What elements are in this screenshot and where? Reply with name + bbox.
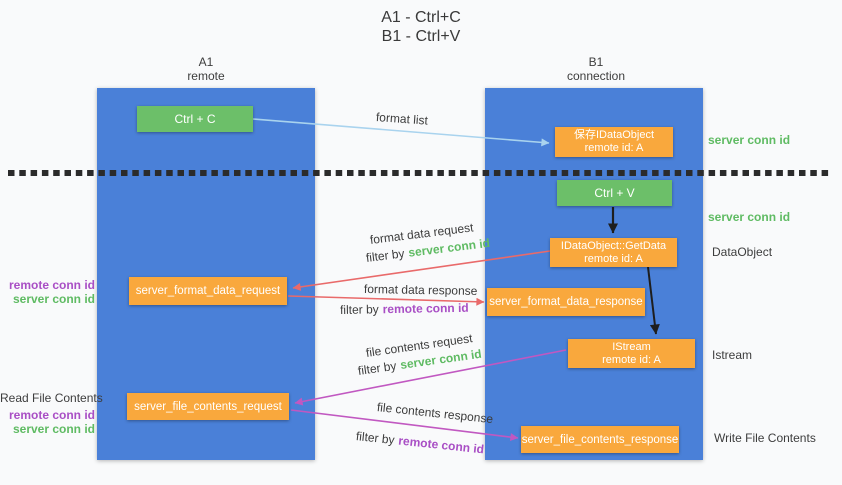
format-data-response-arrow: [287, 295, 485, 306]
write-file-contents-label: Write File Contents: [714, 431, 816, 445]
istream-line1: IStream: [612, 340, 651, 353]
column-b1-header: B1 connection: [516, 55, 676, 83]
server-conn-id-right-mid: server conn id: [708, 210, 791, 224]
ctrl-v-node: Ctrl + V: [557, 180, 672, 206]
ctrl-v-label: Ctrl + V: [594, 186, 635, 200]
format-data-response-label: format data response: [363, 282, 478, 298]
ctrl-c-label: Ctrl + C: [174, 112, 216, 126]
column-b1-name: B1: [588, 55, 604, 69]
save-idataobject-line2: remote id: A: [584, 142, 644, 154]
server-file-contents-response-node: server_file_contents_response: [521, 426, 679, 453]
filter-by-text: filter by: [339, 302, 379, 317]
server-conn-id-right-top: server conn id: [708, 133, 791, 147]
save-idataobject-node: 保存IDataObject remote id: A: [555, 127, 673, 157]
getdata-line1: IDataObject::GetData: [560, 239, 667, 252]
istream-side-label: Istream: [712, 348, 753, 362]
file-contents-request-arrow: [294, 349, 567, 406]
format-list-arrow: [252, 118, 550, 147]
remote-conn-id-text: remote conn id: [382, 300, 469, 317]
column-a1-header: A1 remote: [126, 55, 286, 83]
server-file-contents-response-label: server_file_contents_response: [521, 433, 679, 446]
dataobject-label: DataObject: [712, 245, 773, 259]
server-file-contents-request-label: server_file_contents_request: [134, 400, 282, 413]
getdata-line2: remote id: A: [584, 252, 643, 265]
diagram-title: A1 - Ctrl+C B1 - Ctrl+V: [0, 8, 842, 46]
format-data-request-arrow: [292, 250, 551, 291]
remote-conn-id-left-top: remote conn id: [8, 278, 95, 292]
file-contents-response-arrow: [290, 409, 519, 442]
column-a1-subtitle: remote: [187, 69, 225, 83]
server-file-contents-request-node: server_file_contents_request: [127, 393, 289, 420]
column-b1-subtitle: connection: [566, 69, 626, 83]
column-a1-name: A1: [198, 55, 214, 69]
read-file-contents-label: Read File Contents: [0, 391, 103, 405]
server-format-data-response-node: server_format_data_response: [487, 288, 645, 316]
server-format-data-request-node: server_format_data_request: [129, 277, 287, 305]
save-idataobject-line1: 保存IDataObject: [573, 129, 655, 141]
title-line-2: B1 - Ctrl+V: [381, 28, 461, 45]
remote-conn-id-left-bottom: remote conn id: [8, 408, 95, 422]
server-format-data-response-label: server_format_data_response: [489, 296, 643, 308]
istream-node: IStream remote id: A: [568, 339, 695, 368]
server-conn-id-left-bottom: server conn id: [12, 422, 95, 436]
getdata-node: IDataObject::GetData remote id: A: [550, 238, 677, 267]
title-line-1: A1 - Ctrl+C: [381, 9, 461, 26]
server-format-data-request-label: server_format_data_request: [135, 285, 281, 297]
ctrl-c-node: Ctrl + C: [137, 106, 253, 132]
server-conn-id-left-top: server conn id: [12, 292, 95, 306]
getdata-to-istream-arrow: [647, 266, 660, 335]
istream-line2: remote id: A: [602, 353, 661, 366]
